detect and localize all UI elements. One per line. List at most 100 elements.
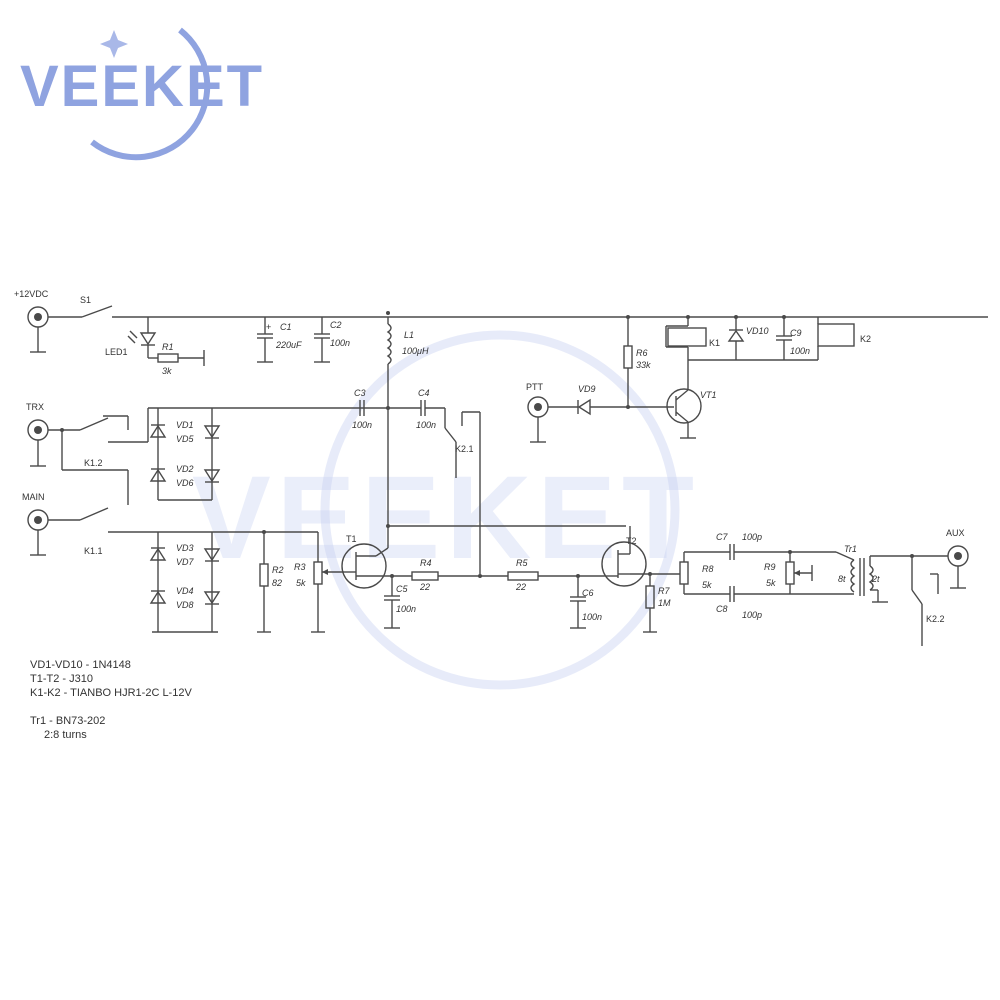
t1-label: T1 — [346, 534, 357, 544]
r9-ref: R9 — [764, 562, 776, 572]
brand-logo: VEEKET — [20, 27, 264, 161]
diodes-lower: VD3 VD7 VD4 VD8 — [149, 532, 221, 633]
c4-value: 100n — [416, 420, 436, 430]
trx-label: TRX — [26, 402, 44, 412]
c8-ref: C8 — [716, 604, 728, 614]
c7-ref: C7 — [716, 532, 728, 542]
watermark: VEEKET — [192, 330, 700, 690]
ptt-jack: PTT — [526, 382, 549, 443]
vd10-label: VD10 — [746, 326, 769, 336]
capacitor-c5: C5 100n — [384, 574, 416, 629]
relay-coil-k1: K1 — [665, 315, 720, 360]
r2-ref: R2 — [272, 565, 284, 575]
vd8-label: VD8 — [176, 600, 194, 610]
k2-label: K2 — [860, 334, 871, 344]
t2-label: T2 — [626, 536, 637, 546]
c9-value: 100n — [790, 346, 810, 356]
r3-value: 5k — [296, 578, 306, 588]
capacitor-c3: C3 100n — [352, 388, 390, 430]
c4-ref: C4 — [418, 388, 430, 398]
transistor-vt1: VT1 — [666, 360, 717, 439]
component-notes: VD1-VD10 - 1N4148 T1-T2 - J310 K1-K2 - T… — [30, 658, 192, 742]
switch-s1: S1 — [48, 295, 140, 318]
vt1-label: VT1 — [700, 390, 717, 400]
c1-value: 220uF — [275, 340, 302, 350]
note-turns: 2:8 turns — [44, 729, 87, 741]
k1-2-label: K1.2 — [84, 458, 103, 468]
note-relays: K1-K2 - TIANBO HJR1-2C L-12V — [30, 687, 192, 699]
transistor-t2: T2 — [601, 526, 650, 587]
vd5-label: VD5 — [176, 434, 195, 444]
watermark-text: VEEKET — [192, 452, 700, 584]
trx-jack: TRX — [26, 402, 49, 467]
r8-value: 5k — [702, 580, 712, 590]
power-input: +12VDC — [14, 289, 49, 353]
c7-value: 100p — [742, 532, 762, 542]
ptt-label: PTT — [526, 382, 544, 392]
c8-value: 100p — [742, 610, 762, 620]
vd2-label: VD2 — [176, 464, 194, 474]
r7-value: 1M — [658, 598, 671, 608]
resistor-r2: R2 82 — [257, 530, 284, 633]
diode-vd9: VD9 — [548, 384, 674, 416]
vd9-label: VD9 — [578, 384, 596, 394]
vd7-label: VD7 — [176, 557, 195, 567]
relay-k1-1: K1.1 — [48, 507, 318, 556]
c3-ref: C3 — [354, 388, 366, 398]
c5-ref: C5 — [396, 584, 408, 594]
relay-k2-2: K2.2 — [910, 554, 948, 646]
aux-label: AUX — [946, 528, 965, 538]
logo-text: VEEKET — [20, 54, 264, 119]
transformer-tr1: Tr1 8t 2t — [790, 544, 912, 603]
inductor-l1: L1 100μH — [386, 311, 429, 526]
potentiometer-r3: R3 5k — [294, 532, 344, 633]
c5-value: 100n — [396, 604, 416, 614]
capacitor-c2: C2 100n — [314, 317, 350, 363]
potentiometer-r8: R8 5k — [650, 551, 730, 595]
diodes-upper: VD1 VD5 VD2 VD6 — [149, 408, 221, 501]
r5-value: 22 — [515, 582, 526, 592]
resistor-r4: R4 22 — [411, 558, 508, 592]
r9-value: 5k — [766, 578, 776, 588]
c3-value: 100n — [352, 420, 372, 430]
tr1-ref: Tr1 — [844, 544, 857, 554]
capacitor-c4: C4 100n — [388, 388, 445, 430]
capacitor-c6: C6 100n — [570, 576, 602, 629]
r6-ref: R6 — [636, 348, 648, 358]
r4-value: 22 — [419, 582, 430, 592]
r1-ref: R1 — [162, 342, 174, 352]
c1-polarity: + — [266, 322, 271, 332]
capacitor-c9: C9 100n — [776, 315, 810, 360]
main-label: MAIN — [22, 492, 45, 502]
main-jack: MAIN — [22, 492, 49, 556]
r3-ref: R3 — [294, 562, 306, 572]
k1-1-label: K1.1 — [84, 546, 103, 556]
resistor-r6: R6 33k — [623, 315, 651, 409]
relay-coil-k2: K2 — [817, 317, 871, 360]
k1-label: K1 — [709, 338, 720, 348]
r8-ref: R8 — [702, 564, 714, 574]
tr1-secondary: 2t — [871, 574, 880, 584]
note-transistors: T1-T2 - J310 — [30, 673, 93, 685]
resistor-r5: R5 22 — [507, 558, 604, 592]
relay-k1-2: K1.2 — [48, 407, 388, 505]
note-transformer: Tr1 - BN73-202 — [30, 715, 106, 727]
l1-value: 100μH — [402, 346, 429, 356]
r2-value: 82 — [272, 578, 282, 588]
led1: LED1 — [105, 317, 157, 358]
l1-ref: L1 — [404, 330, 414, 340]
r1-value: 3k — [162, 366, 172, 376]
note-gap — [30, 700, 192, 714]
c9-ref: C9 — [790, 328, 802, 338]
r7-ref: R7 — [658, 586, 670, 596]
r6-value: 33k — [636, 360, 651, 370]
k2-2-label: K2.2 — [926, 614, 945, 624]
aux-jack: AUX — [946, 528, 969, 589]
resistor-r1: R1 3k — [148, 342, 205, 376]
potentiometer-r9: R9 5k — [764, 550, 813, 594]
c2-ref: C2 — [330, 320, 342, 330]
capacitor-c8: C8 100p — [716, 586, 790, 620]
c2-value: 100n — [330, 338, 350, 348]
led1-label: LED1 — [105, 347, 128, 357]
